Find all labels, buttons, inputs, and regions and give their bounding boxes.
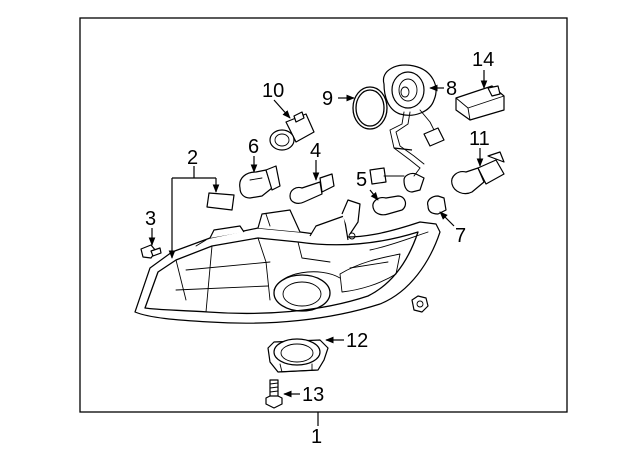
leader-lines bbox=[148, 70, 488, 426]
callout-9: 9 bbox=[322, 88, 333, 110]
screw-part bbox=[140, 244, 162, 259]
callout-3: 3 bbox=[145, 208, 156, 230]
callout-6: 6 bbox=[248, 136, 259, 158]
socket-wiring-part bbox=[369, 64, 445, 193]
socket-11-part bbox=[451, 151, 505, 195]
callout-10: 10 bbox=[262, 80, 284, 102]
callout-1: 1 bbox=[311, 426, 322, 448]
o-ring-part bbox=[352, 86, 388, 130]
cover-14-part bbox=[455, 85, 505, 121]
callout-11: 11 bbox=[469, 128, 490, 150]
socket-10-part bbox=[269, 111, 315, 151]
callout-5: 5 bbox=[356, 169, 367, 191]
callout-7: 7 bbox=[455, 225, 466, 247]
bulb-7-part bbox=[427, 195, 447, 215]
seal-part bbox=[206, 192, 235, 211]
bulb-6-part bbox=[239, 165, 281, 199]
bolt-13-part bbox=[265, 379, 283, 409]
callout-13: 13 bbox=[302, 384, 324, 406]
callout-14: 14 bbox=[472, 49, 494, 71]
callout-8: 8 bbox=[446, 78, 457, 100]
adapter-12-part bbox=[267, 338, 329, 373]
clip-part bbox=[411, 295, 429, 313]
callout-2: 2 bbox=[187, 147, 198, 169]
headlamp-housing bbox=[134, 199, 441, 324]
callout-4: 4 bbox=[310, 140, 321, 162]
callout-12: 12 bbox=[346, 330, 368, 352]
bulb-4-part bbox=[289, 173, 335, 204]
diagram-frame bbox=[79, 17, 568, 413]
